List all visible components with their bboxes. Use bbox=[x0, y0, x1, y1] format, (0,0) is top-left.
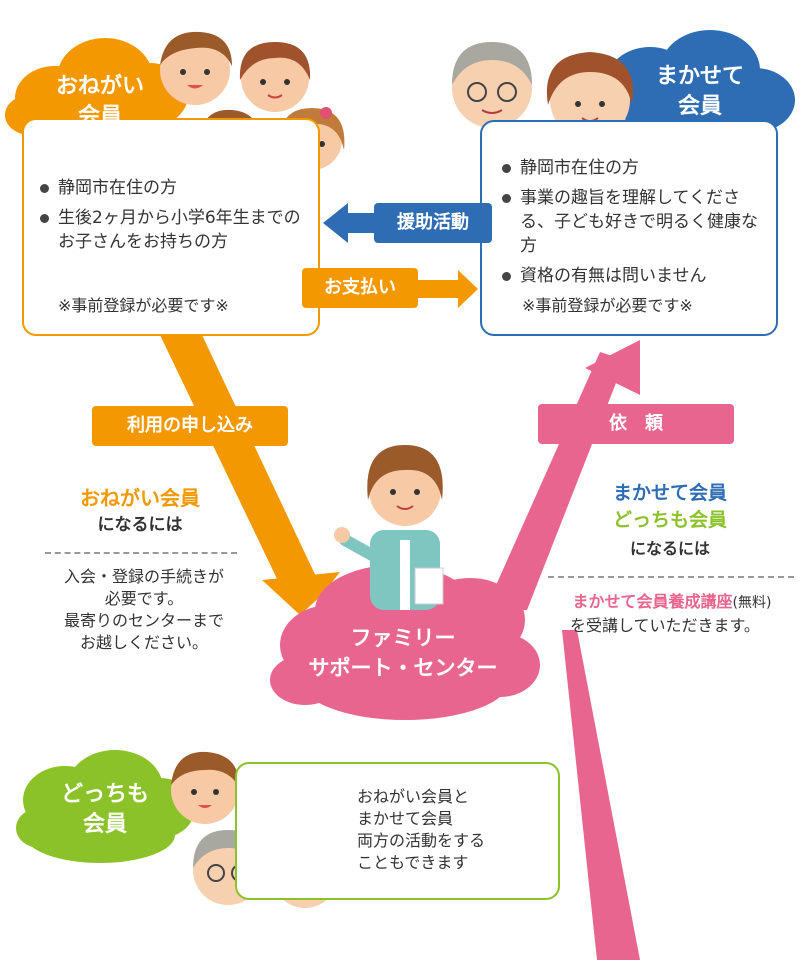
center-line1: ファミリー bbox=[350, 626, 456, 650]
makasete-item: 静岡市在住の方 bbox=[500, 156, 770, 180]
pink-request-arrowhead bbox=[585, 340, 640, 395]
support-tag: 援助活動 bbox=[374, 203, 492, 243]
pink-wedge bbox=[562, 630, 640, 960]
onegai-cloud-line2: 会員 bbox=[77, 104, 122, 129]
orange-apply-arrow bbox=[160, 335, 320, 585]
orange-apply-arrowhead bbox=[262, 572, 340, 615]
orange-payment-arrow-head bbox=[458, 270, 478, 308]
right-info-body: を受講していただきます。 bbox=[570, 616, 760, 635]
left-info-line: お越しください。 bbox=[79, 633, 208, 652]
dotchi-line: こともできます bbox=[357, 853, 469, 872]
right-info-subtitle: になるには bbox=[629, 539, 710, 558]
onegai-item: 静岡市在住の方 bbox=[38, 176, 308, 200]
left-info-line: 最寄りのセンターまで bbox=[63, 611, 224, 630]
dotchi-body: おねがい会員と まかせて会員 両方の活動をする こともできます bbox=[357, 786, 485, 874]
mother-face-icon bbox=[239, 42, 311, 112]
onegai-item: 生後2ヶ月から小学6年生までのお子さんをお持ちの方 bbox=[38, 206, 308, 254]
left-info-divider bbox=[45, 552, 237, 554]
makasete-item: 資格の有無は問いません bbox=[500, 264, 770, 288]
orange-payment-arrow-body bbox=[418, 280, 460, 298]
dotchi-line: まかせて会員 bbox=[357, 809, 454, 828]
onegai-cloud-line1: おねがい bbox=[55, 74, 144, 99]
staff-woman-icon bbox=[334, 445, 444, 610]
makasete-cloud-line1: まかせて bbox=[655, 64, 744, 89]
onegai-cloud-label: おねがい 会員 bbox=[40, 72, 160, 132]
makasete-requirements: 静岡市在住の方 事業の趣旨を理解してくださる、子ども好きで明るく健康な方 資格の… bbox=[500, 156, 770, 288]
left-info-subtitle: になるには bbox=[97, 515, 183, 535]
child-face-icon bbox=[160, 31, 232, 105]
grandfather-face-icon bbox=[452, 42, 532, 128]
left-info-title: おねがい会員 bbox=[80, 486, 200, 510]
apply-tag: 利用の申し込み bbox=[92, 406, 288, 446]
dotchi-cloud-line1: どっちも bbox=[60, 782, 149, 807]
makasete-cloud-label: まかせて 会員 bbox=[640, 62, 760, 122]
makasete-cloud-line2: 会員 bbox=[677, 94, 722, 119]
right-info-title1: まかせて会員 bbox=[612, 482, 727, 504]
right-info-title2: どっちも会員 bbox=[612, 509, 727, 531]
makasete-box: 静岡市在住の方 事業の趣旨を理解してくださる、子ども好きで明るく健康な方 資格の… bbox=[480, 120, 778, 336]
onegai-requirements: 静岡市在住の方 生後2ヶ月から小学6年生までのお子さんをお持ちの方 bbox=[38, 176, 308, 260]
payment-tag: お支払い bbox=[302, 268, 418, 308]
center-cloud bbox=[270, 565, 540, 720]
left-info: おねがい会員 になるには bbox=[30, 484, 250, 538]
onegai-box: 静岡市在住の方 生後2ヶ月から小学6年生までのお子さんをお持ちの方 ※事前登録が… bbox=[22, 118, 320, 336]
center-line2: サポート・センター bbox=[308, 656, 498, 680]
center-label: ファミリー サポート・センター bbox=[298, 623, 508, 683]
dotchi-cloud-label: どっちも 会員 bbox=[45, 780, 165, 840]
dotchi-cloud bbox=[16, 750, 195, 863]
right-info: まかせて会員 どっちも会員 になるには bbox=[555, 480, 785, 564]
dotchi-line: おねがい会員と bbox=[357, 787, 470, 806]
right-info-course: まかせて会員養成講座 bbox=[572, 592, 733, 611]
blue-support-arrow-head bbox=[323, 203, 348, 243]
right-info-course-line: まかせて会員養成講座(無料) bbox=[548, 588, 796, 612]
onegai-note: ※事前登録が必要です※ bbox=[58, 296, 229, 315]
left-info-line: 必要です。 bbox=[104, 589, 184, 608]
right-info-course-suffix: (無料) bbox=[732, 595, 772, 611]
makasete-item: 事業の趣旨を理解してくださる、子ども好きで明るく健康な方 bbox=[500, 186, 770, 258]
dotchi-line: 両方の活動をする bbox=[357, 831, 486, 850]
request-tag: 依 頼 bbox=[538, 404, 734, 444]
dotchi-box: おねがい会員と まかせて会員 両方の活動をする こともできます bbox=[235, 762, 560, 900]
left-info-body: 入会・登録の手続きが 必要です。 最寄りのセンターまで お越しください。 bbox=[30, 566, 258, 654]
left-info-line: 入会・登録の手続きが bbox=[63, 567, 224, 586]
dotchi-cloud-line2: 会員 bbox=[82, 812, 127, 837]
makasete-note: ※事前登録が必要です※ bbox=[522, 296, 693, 315]
right-info-divider bbox=[548, 576, 794, 578]
blue-support-arrow-body bbox=[345, 213, 375, 233]
